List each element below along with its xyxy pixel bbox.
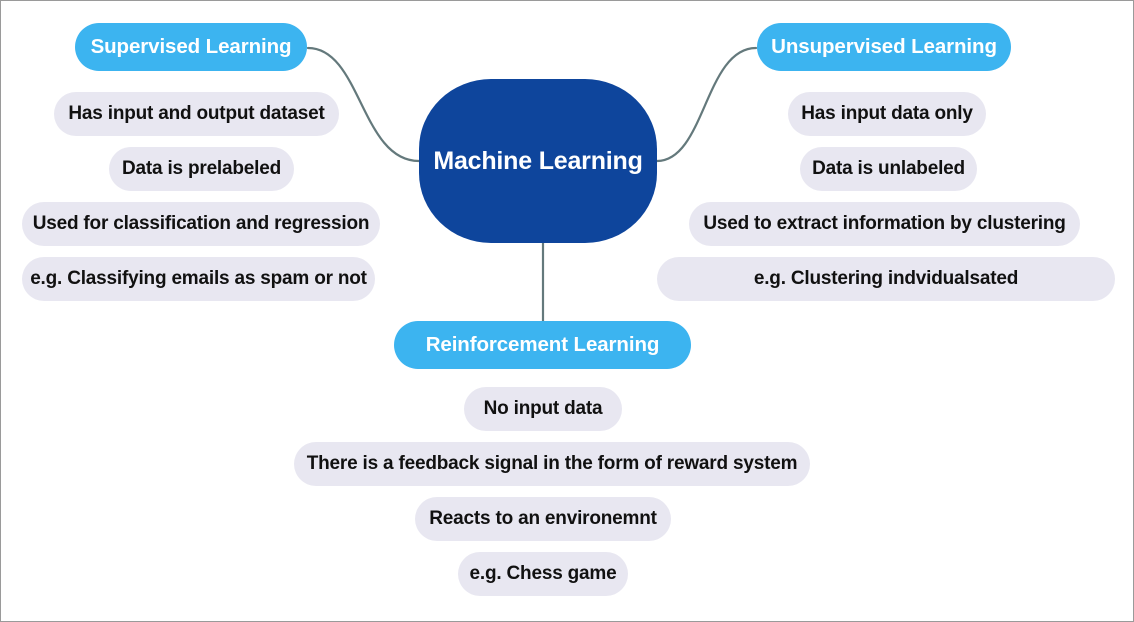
leaf-reinforcement-no-input-data[interactable]: No input data — [464, 387, 622, 431]
leaf-supervised-has-input-and-output-dataset[interactable]: Has input and output dataset — [54, 92, 339, 136]
leaf-supervised-data-is-prelabeled[interactable]: Data is prelabeled — [109, 147, 294, 191]
leaf-reinforcement-feedback-signal-reward-system[interactable]: There is a feedback signal in the form o… — [294, 442, 810, 486]
edge-root-to-unsupervised — [655, 46, 758, 163]
leaf-unsupervised-data-is-unlabeled[interactable]: Data is unlabeled — [800, 147, 977, 191]
leaf-reinforcement-example-chess-game[interactable]: e.g. Chess game — [458, 552, 628, 596]
branch-node-reinforcement-learning[interactable]: Reinforcement Learning — [394, 321, 691, 369]
leaf-reinforcement-reacts-to-an-environment[interactable]: Reacts to an environemnt — [415, 497, 671, 541]
leaf-supervised-used-for-classification-and-regression[interactable]: Used for classification and regression — [22, 202, 380, 246]
branch-node-supervised-learning[interactable]: Supervised Learning — [75, 23, 307, 71]
branch-node-unsupervised-learning[interactable]: Unsupervised Learning — [757, 23, 1011, 71]
root-node-machine-learning[interactable]: Machine Learning — [419, 79, 657, 243]
leaf-unsupervised-has-input-data-only[interactable]: Has input data only — [788, 92, 986, 136]
leaf-unsupervised-used-to-extract-information-by-clustering[interactable]: Used to extract information by clusterin… — [689, 202, 1080, 246]
leaf-unsupervised-example-clustering-individuals[interactable]: e.g. Clustering indvidualsated — [657, 257, 1115, 301]
leaf-supervised-example-classifying-emails[interactable]: e.g. Classifying emails as spam or not — [22, 257, 375, 301]
